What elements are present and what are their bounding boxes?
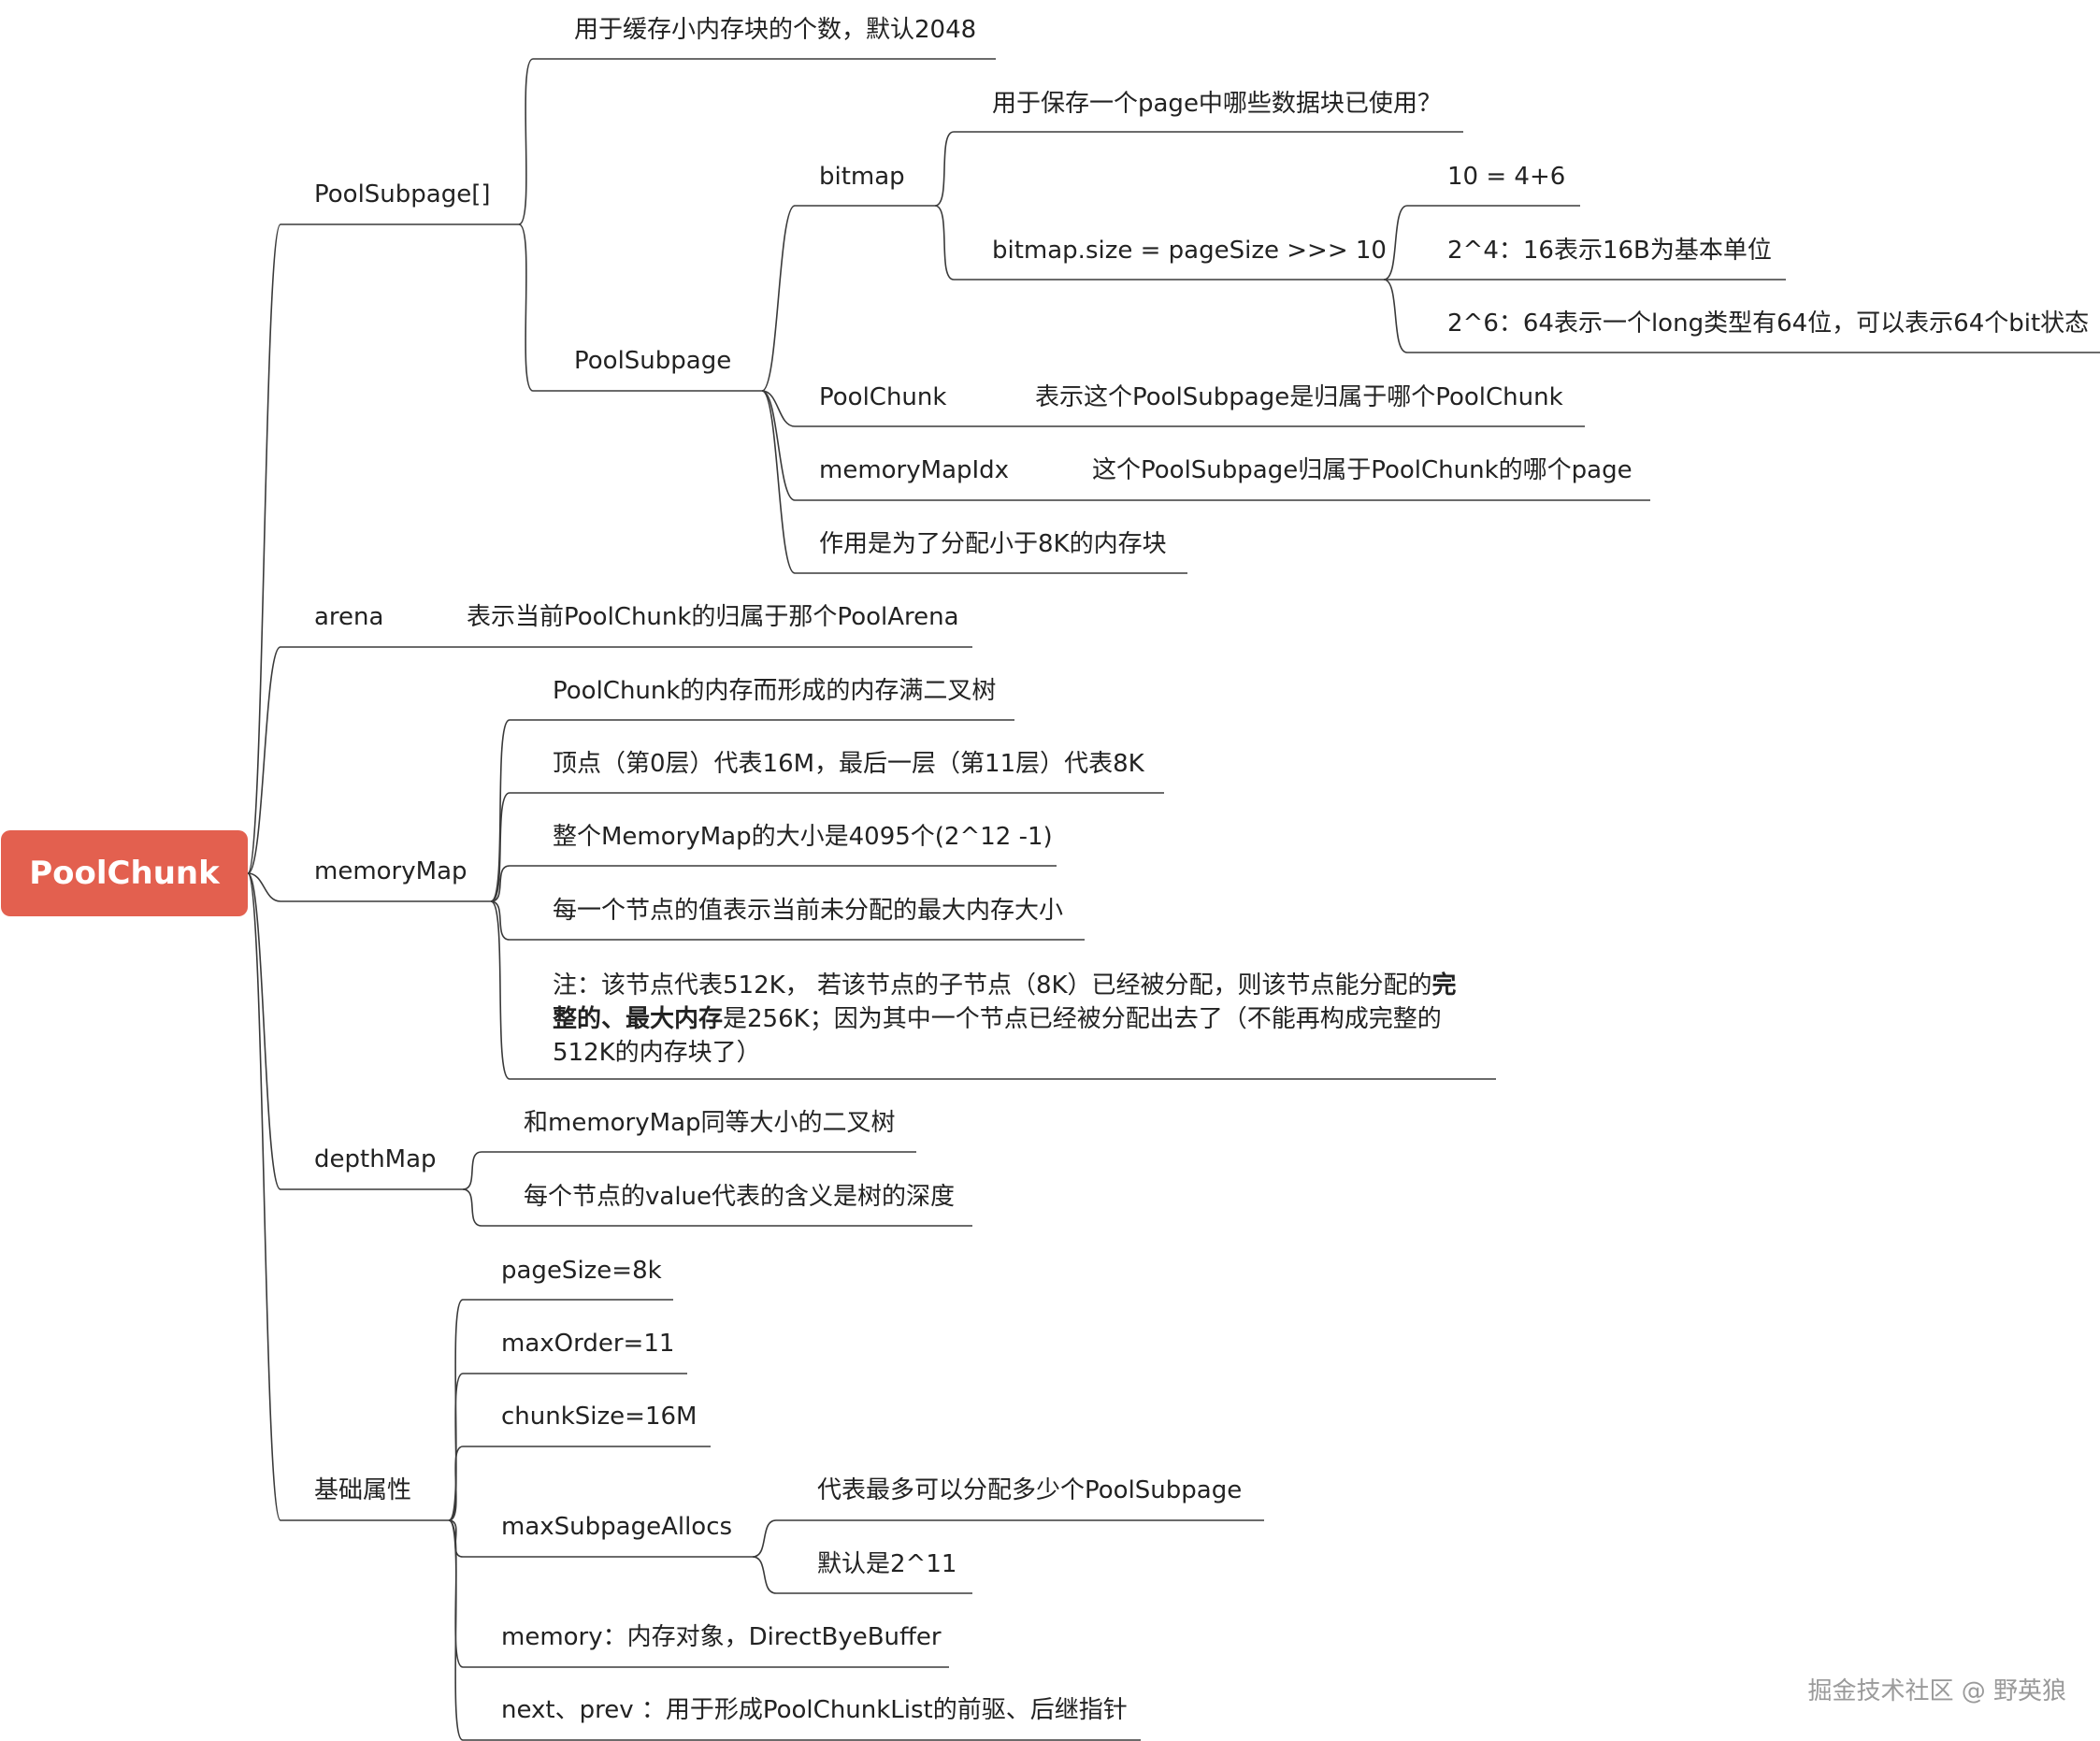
memorymap-4-connector	[490, 900, 511, 941]
arena-connector	[247, 646, 281, 874]
node-sub-memorymapidx-desc[interactable]: 这个PoolSubpage归属于PoolChunk的哪个page	[1092, 456, 1633, 484]
node-memorymap-4[interactable]: 每一个节点的值表示当前未分配的最大内存大小	[553, 897, 1064, 925]
depthmap-2-connector	[462, 1188, 482, 1227]
node-memorymap-note[interactable]: 注：该节点代表512K， 若该节点的子节点（8K）已经被分配，则该节点能分配的完…	[553, 969, 1469, 1070]
node-basic-properties[interactable]: 基础属性	[314, 1476, 412, 1504]
bitmap-desc-connector	[934, 131, 955, 207]
node-maxorder[interactable]: maxOrder=11	[501, 1330, 675, 1358]
basic-properties-connector	[247, 872, 281, 1521]
node-eq-10[interactable]: 10 = 4+6	[1447, 163, 1566, 191]
node-bitmap-size[interactable]: bitmap.size = pageSize >>> 10	[992, 237, 1387, 265]
maxsubpageallocs-2-connector	[752, 1556, 777, 1594]
node-maxsubpageallocs[interactable]: maxSubpageAllocs	[501, 1513, 733, 1541]
node-sub-purpose[interactable]: 作用是为了分配小于8K的内存块	[819, 530, 1167, 558]
eq-10-connector	[1383, 205, 1408, 281]
node-memorymap-2[interactable]: 顶点（第0层）代表16M，最后一层（第11层）代表8K	[553, 750, 1144, 778]
root-node-poolchunk[interactable]: PoolChunk	[1, 830, 248, 916]
node-maxsubpageallocs-1[interactable]: 代表最多可以分配多少个PoolSubpage	[817, 1476, 1243, 1504]
memorymap-note-connector	[490, 900, 511, 1080]
node-sub-memorymapidx[interactable]: memoryMapIdx	[819, 456, 1010, 484]
chunksize-connector	[448, 1446, 464, 1521]
node-memorymap-1[interactable]: PoolChunk的内存而形成的内存满二叉树	[553, 677, 997, 705]
memorymap-connector	[247, 872, 281, 902]
note-text-a: 注：该节点代表512K， 若该节点的子节点（8K）已经被分配，则该节点能分配的	[553, 971, 1432, 1000]
sub-poolchunk-connector	[761, 390, 796, 427]
depthmap-connector	[247, 872, 281, 1190]
node-sub-poolchunk[interactable]: PoolChunk	[819, 383, 947, 411]
node-memorymap[interactable]: memoryMap	[314, 857, 467, 885]
maxsubpageallocs-1-connector	[752, 1519, 777, 1558]
cache-count-connector	[518, 58, 534, 225]
node-depthmap[interactable]: depthMap	[314, 1145, 437, 1173]
sub-memorymapidx-connector	[761, 390, 796, 501]
node-cache-count[interactable]: 用于缓存小内存块的个数，默认2048	[574, 16, 977, 44]
node-depthmap-2[interactable]: 每个节点的value代表的含义是树的深度	[524, 1183, 956, 1211]
node-eq-2-6[interactable]: 2^6：64表示一个long类型有64位，可以表示64个bit状态	[1447, 309, 2090, 338]
memorymap-3-connector	[490, 865, 511, 902]
note-text-c: 是256K；因为其中一个节点已经被分配出去了（不能再构成完整的512K的内存块了…	[553, 1005, 1442, 1067]
node-next-prev[interactable]: next、prev ：用于形成PoolChunkList的前驱、后继指针	[501, 1696, 1128, 1724]
memorymap-2-connector	[490, 792, 511, 902]
eq-2-6-connector	[1383, 279, 1408, 353]
node-arena-desc[interactable]: 表示当前PoolChunk的归属于那个PoolArena	[467, 603, 959, 631]
node-eq-2-4[interactable]: 2^4：16表示16B为基本单位	[1447, 237, 1772, 265]
node-depthmap-1[interactable]: 和memoryMap同等大小的二叉树	[524, 1109, 896, 1137]
sub-purpose-connector	[761, 390, 796, 574]
node-chunksize[interactable]: chunkSize=16M	[501, 1403, 698, 1431]
bitmap-connector	[761, 205, 796, 392]
node-sub-poolchunk-desc[interactable]: 表示这个PoolSubpage是归属于哪个PoolChunk	[1035, 383, 1563, 411]
depthmap-1-connector	[462, 1151, 482, 1190]
node-memory[interactable]: memory：内存对象，DirectByeBuffer	[501, 1623, 942, 1651]
node-poolsubpage[interactable]: PoolSubpage	[574, 347, 732, 375]
node-arena[interactable]: arena	[314, 603, 384, 631]
poolsubpage-array-connector	[247, 223, 281, 874]
node-bitmap[interactable]: bitmap	[819, 163, 905, 191]
watermark: 掘金技术社区 @ 野英狼	[1807, 1677, 2066, 1705]
node-memorymap-3[interactable]: 整个MemoryMap的大小是4095个(2^12 -1)	[553, 823, 1053, 851]
memorymap-1-connector	[490, 719, 511, 902]
next-prev-connector	[448, 1519, 464, 1741]
node-poolsubpage-array[interactable]: PoolSubpage[]	[314, 180, 491, 209]
node-maxsubpageallocs-2[interactable]: 默认是2^11	[817, 1550, 957, 1578]
maxorder-connector	[448, 1373, 464, 1521]
node-bitmap-desc[interactable]: 用于保存一个page中哪些数据块已使用？	[992, 90, 1442, 118]
node-pagesize[interactable]: pageSize=8k	[501, 1257, 662, 1285]
note-text-bold: 完整的、最大内存	[553, 971, 1457, 1033]
bitmap-size-connector	[934, 205, 955, 281]
poolsubpage-connector	[518, 223, 534, 392]
